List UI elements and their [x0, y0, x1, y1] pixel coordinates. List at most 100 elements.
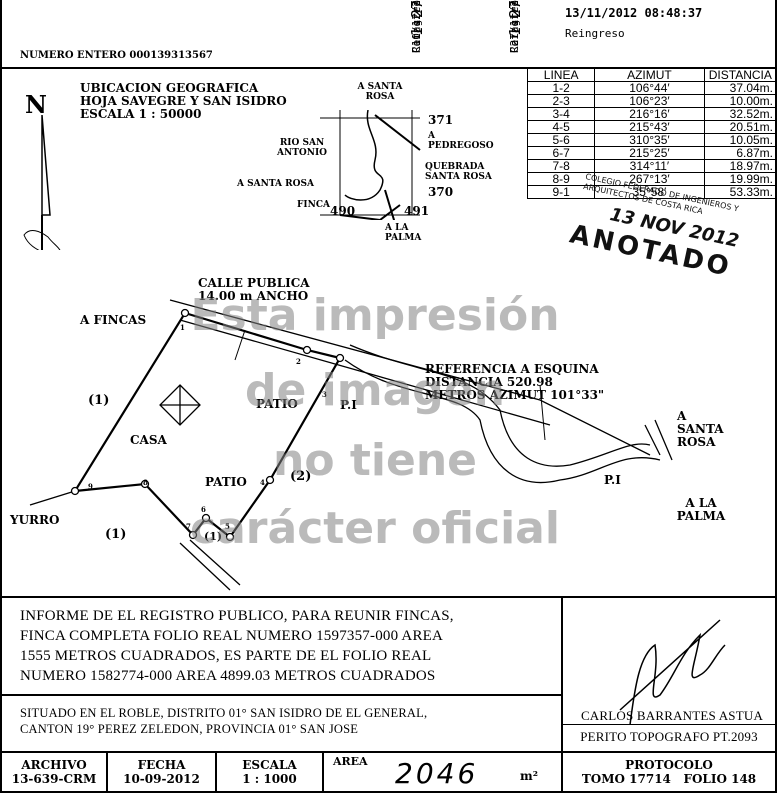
line-cell: 9-1	[526, 185, 596, 199]
parcel-label: (1)	[204, 530, 223, 543]
point-label: 4	[260, 478, 265, 487]
surveyor-title: PERITO TOPOGRAFO PT.2093	[580, 729, 758, 744]
map-label: FINCA	[297, 200, 330, 210]
informe-line: INFORME DE EL REGISTRO PUBLICO, PARA REU…	[20, 608, 454, 624]
escala-label: ESCALA	[242, 758, 297, 772]
informe-line: 1555 METROS CUADRADOS, ES PARTE DE EL FO…	[20, 648, 432, 664]
north-arrow-icon	[23, 115, 61, 250]
plan-label: P.I	[340, 398, 357, 412]
map-label: RIO SAN ANTONIO	[276, 138, 328, 158]
protocolo-label: PROTOCOLO	[625, 758, 713, 772]
plan-label: CALLE PUBLICA	[198, 276, 310, 290]
parcel-label: (1)	[105, 527, 127, 542]
location-scale: ESCALA 1 : 50000	[80, 107, 202, 121]
plan-label: A LA PALMA	[676, 496, 726, 523]
distance-cell: 6.87m.	[703, 146, 777, 160]
distance-cell: 10.00m.	[703, 94, 777, 108]
plan-label: P.I	[604, 473, 621, 487]
width-marker	[234, 329, 246, 361]
distance-cell: 10.05m.	[703, 133, 777, 147]
plan-label: PATIO	[205, 475, 247, 489]
watermark: carácter oficial	[190, 503, 560, 554]
plan-label: A SANTA ROSA	[677, 409, 724, 449]
area-unit: m²	[520, 769, 538, 783]
point-label: 6	[201, 505, 206, 514]
situado-line: CANTON 19° PEREZ ZELEDON, PROVINCIA 01° …	[20, 722, 359, 736]
protocolo-value: TOMO 17714 FOLIO 148	[581, 772, 757, 786]
divider	[106, 751, 108, 793]
map-label: 491	[404, 204, 430, 218]
column-header: LINEA	[526, 68, 596, 82]
divider	[215, 751, 217, 793]
map-label: 490	[330, 204, 356, 218]
watermark: Esta impresión	[190, 290, 560, 341]
distance-cell: 20.51m.	[703, 120, 777, 134]
azimuth-cell: 216°16′	[594, 107, 705, 121]
divider	[561, 724, 777, 725]
azimuth-cell: 215°25′	[594, 146, 705, 160]
point-label: 2	[296, 357, 301, 366]
divider	[561, 596, 563, 793]
map-label: A PEDREGOSO	[428, 131, 494, 151]
distance-cell: 53.33m.	[703, 185, 777, 199]
map-label: 370	[428, 185, 454, 199]
footer-divider	[0, 596, 777, 598]
azimuth-cell: 35°58′	[594, 185, 705, 199]
timestamp: 13/11/2012 08:48:37	[565, 6, 703, 20]
location-title: UBICACION GEOGRAFICA	[80, 81, 259, 95]
area-value: 2046	[395, 757, 479, 790]
fecha-value: 10-09-2012	[123, 772, 200, 786]
watermark: de imagen	[245, 365, 505, 416]
divider	[0, 751, 777, 753]
point-label: 9	[88, 482, 93, 491]
plan-label: CASA	[130, 433, 167, 447]
divider	[322, 751, 324, 793]
location-sheet: HOJA SAVEGRE Y SAN ISIDRO	[80, 94, 287, 108]
archivo-value: 13-639-CRM	[11, 772, 97, 786]
location-map	[320, 110, 421, 220]
reference-arrow	[539, 384, 546, 441]
header-divider	[0, 67, 777, 69]
watermark: no tiene	[273, 435, 477, 486]
plan-label: DISTANCIA 520.98	[425, 375, 553, 389]
point-label: 3	[322, 390, 327, 399]
plan-label: REFERENCIA A ESQUINA	[425, 362, 599, 376]
plan-label: A FINCAS	[80, 313, 147, 327]
map-label: A LA PALMA	[385, 223, 422, 243]
signature	[619, 619, 726, 725]
map-label: 371	[428, 113, 454, 127]
plan-label: METROS AZIMUT 101°33"	[425, 388, 605, 402]
informe-text: INFORME DE EL REGISTRO PUBLICO, PARA REU…	[20, 606, 454, 686]
fecha-label: FECHA	[137, 758, 186, 772]
plan-label: PATIO	[256, 397, 298, 411]
numero-entero: NUMERO ENTERO 000139313567	[20, 50, 213, 61]
point-label: 7	[186, 522, 191, 531]
map-label: QUEBRADA SANTA ROSA	[425, 162, 492, 182]
plan-label: 14.00 m ANCHO	[198, 289, 309, 303]
distance-cell: 37.04m.	[703, 81, 777, 95]
map-label: A SANTA ROSA	[237, 179, 314, 189]
informe-line: NUMERO 1582774-000 AREA 4899.03 METROS C…	[20, 668, 436, 684]
point-label: 8	[143, 478, 148, 487]
informe-line: FINCA COMPLETA FOLIO REAL NUMERO 1597357…	[20, 628, 444, 644]
parcel-label: (2)	[290, 469, 312, 484]
map-label: A SANTA ROSA	[357, 82, 403, 102]
surveyor-name: CARLOS BARRANTES ASTUA	[580, 708, 764, 723]
situado-line: SITUADO EN EL ROBLE, DISTRITO 01° SAN IS…	[20, 706, 428, 720]
point-label: 1	[180, 323, 185, 332]
archivo-label: ARCHIVO	[21, 758, 87, 772]
parcel-label: (1)	[88, 393, 110, 408]
north-label: N	[25, 90, 47, 119]
